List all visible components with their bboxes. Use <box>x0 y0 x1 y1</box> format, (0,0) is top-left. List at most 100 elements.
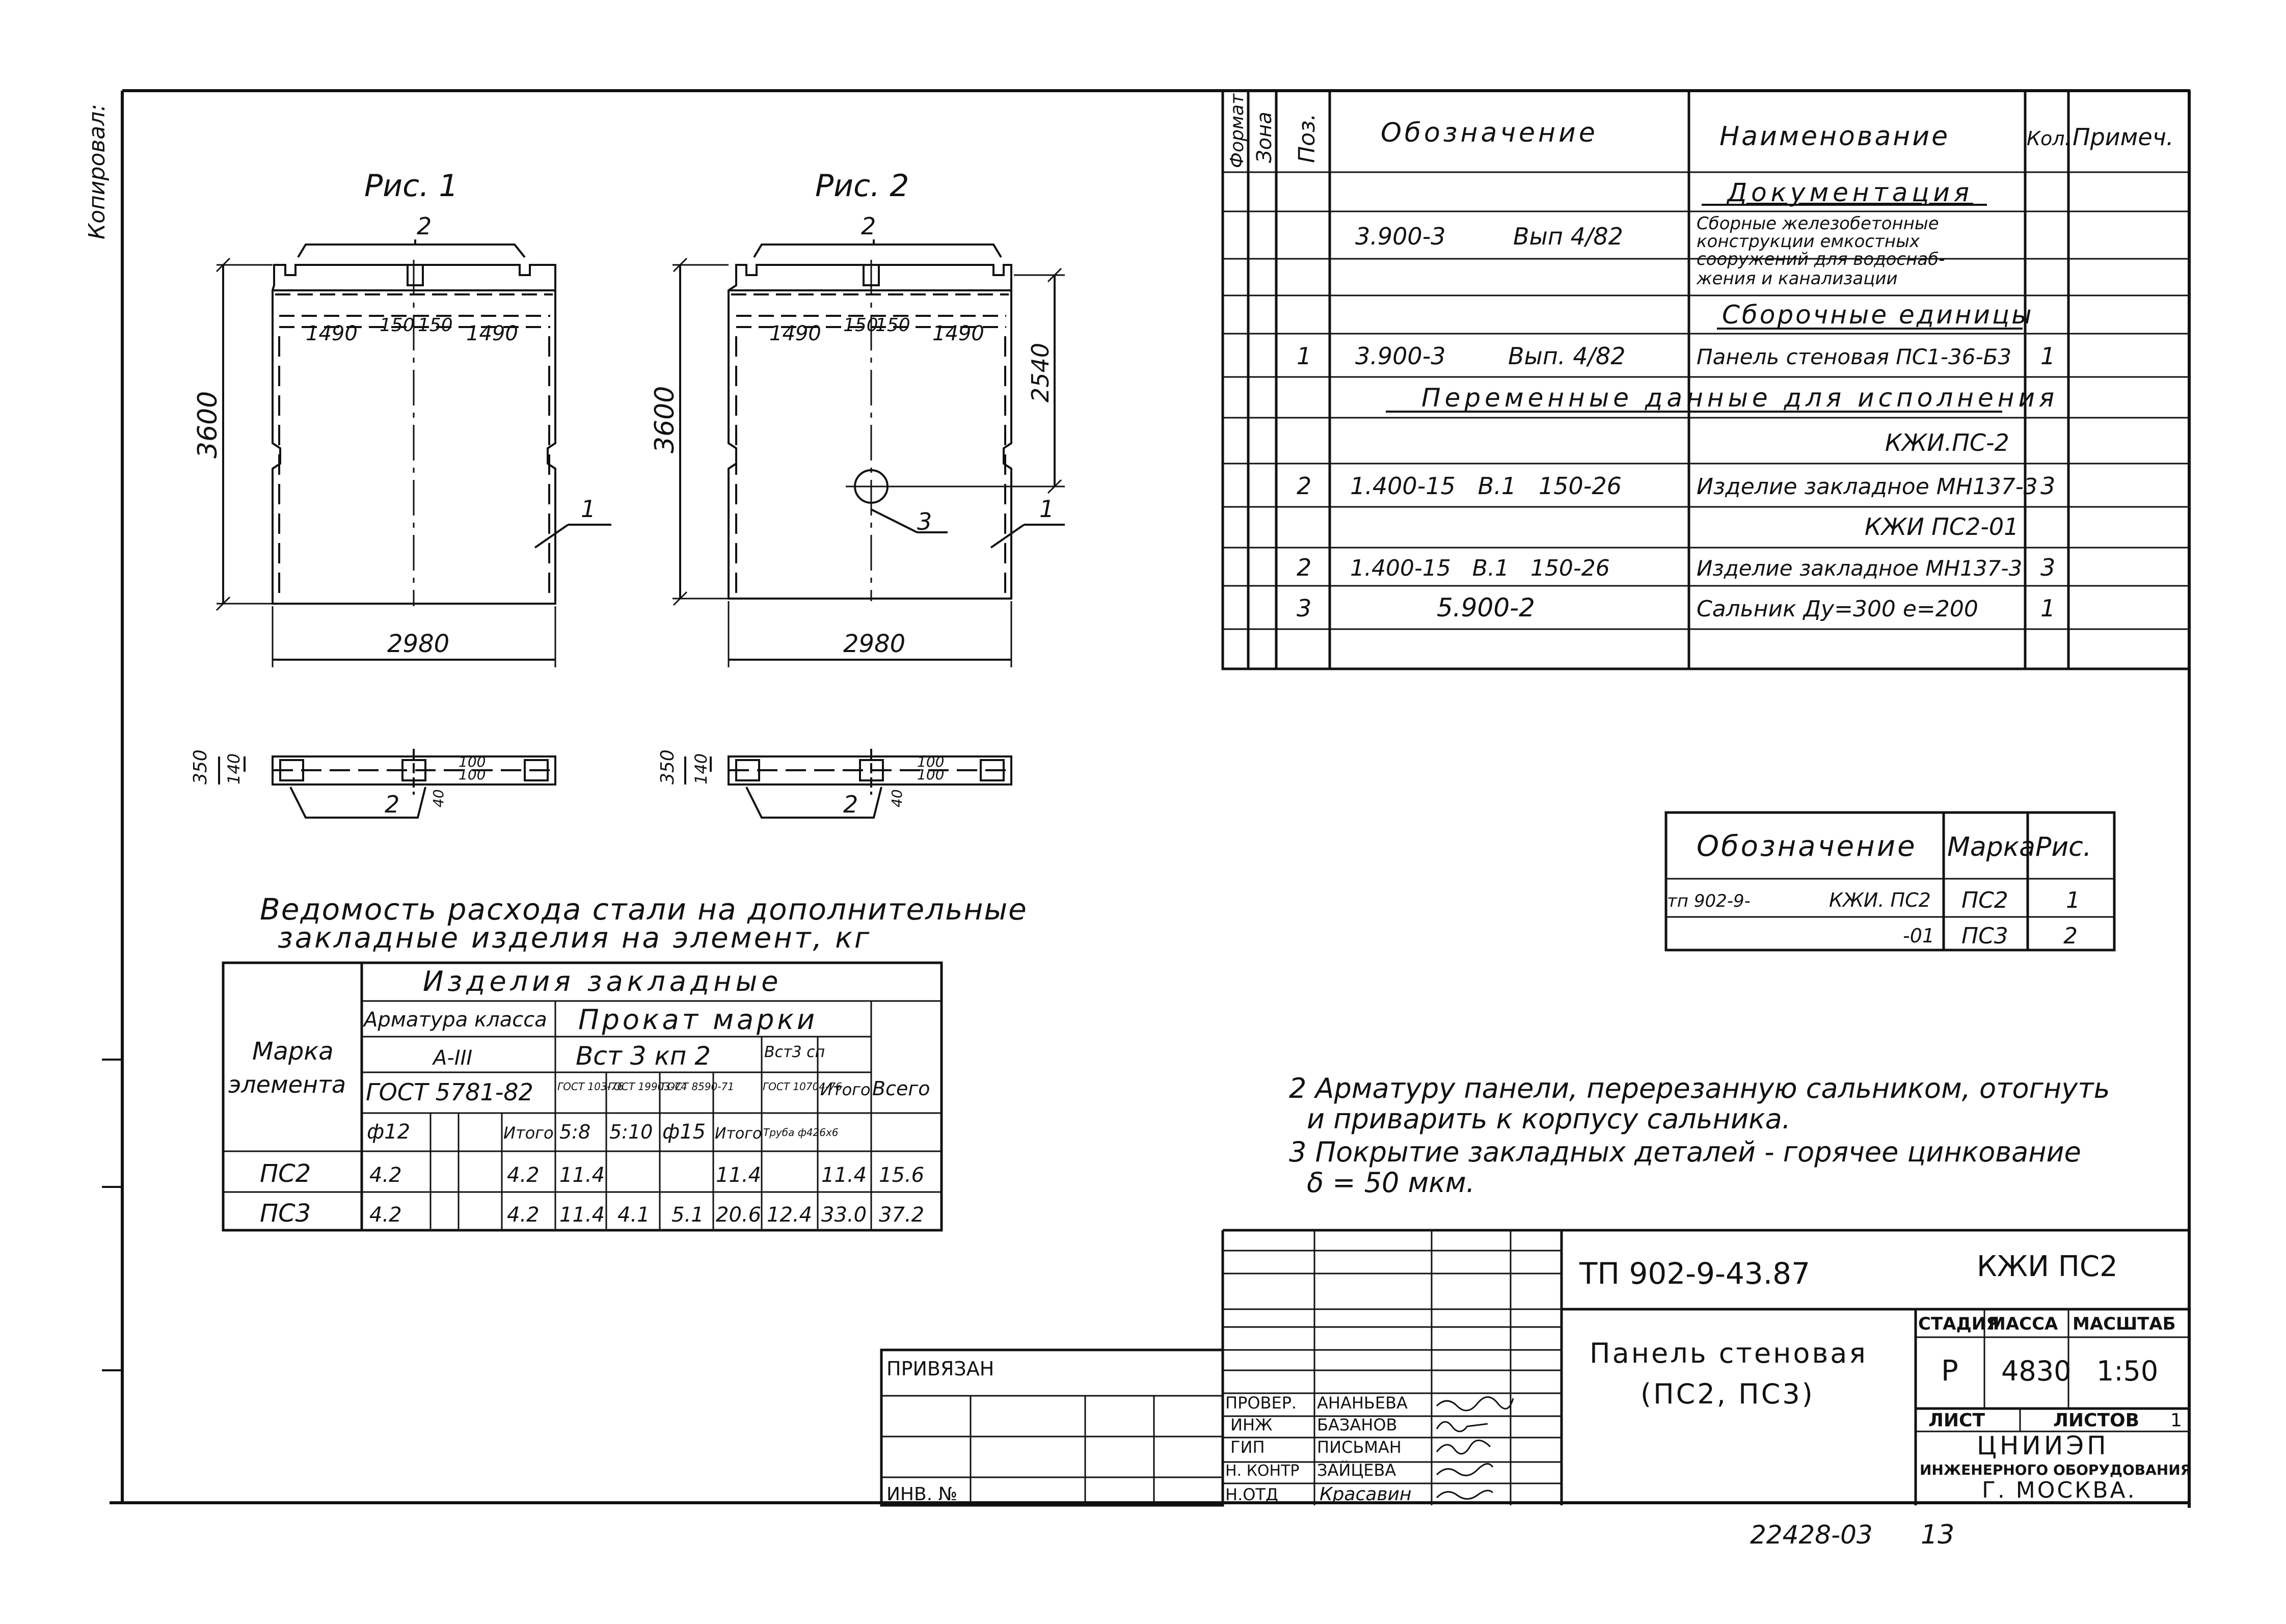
steel-row1-sub1: 4.2 <box>507 1163 540 1187</box>
role-1: ИНЖ <box>1230 1415 1272 1434</box>
fig1-sec-callout-2: 2 <box>385 791 399 818</box>
role-4: Н.ОТД <box>1225 1485 1278 1504</box>
spec-header-designation: Обозначение <box>1381 118 1598 148</box>
steel-row2-all: 37.2 <box>879 1203 924 1227</box>
steel-s10: 5:10 <box>609 1121 653 1143</box>
spec-header-pos: Поз. <box>1294 114 1320 163</box>
fig1-dim-mid2: 150 <box>418 315 453 336</box>
marks-table: Обозначение Марка Рис. тп 902-9- КЖИ. ПС… <box>1664 811 2116 952</box>
fig1-sec-350: 350 <box>190 749 211 784</box>
fig2-dim-height: 3600 <box>650 386 680 453</box>
mass-label: МАССА <box>1988 1314 2058 1334</box>
fig1-panel-outline <box>272 264 556 605</box>
note2-line1: 2 Арматуру панели, перерезанную сальнико… <box>1289 1072 2110 1104</box>
fig2-callout-1: 1 <box>1039 495 1054 523</box>
steel-phi12: ф12 <box>367 1120 410 1144</box>
spec-doc-issue: Вып 4/82 <box>1513 223 1623 250</box>
fig2-sec-100a: 100 <box>917 753 944 770</box>
steel-rolled: Прокат марки <box>578 1004 818 1036</box>
spec-doc-designation: 3.900-3 <box>1355 223 1446 250</box>
steel-s8: 5:8 <box>559 1121 590 1143</box>
drawing-code: КЖИ ПС2 <box>1977 1250 2118 1283</box>
spec-v1-pos: 2 <box>1297 472 1311 500</box>
marks-row2-mark: ПС3 <box>1961 923 2008 949</box>
steel-row1-all: 15.6 <box>879 1163 924 1187</box>
fig1-sec-140: 140 <box>224 753 244 784</box>
fig2-dim-width: 2980 <box>843 630 905 658</box>
steel-gost-b: ГОСТ 19903-74 <box>608 1080 687 1093</box>
tied-label: ПРИВЯЗАН <box>886 1358 994 1380</box>
footer-code: 22428-03 <box>1750 1520 1873 1550</box>
steel-row2-phi15: 5.1 <box>671 1203 704 1227</box>
steel-rebar-grade: A-III <box>432 1046 472 1070</box>
spec-doc-name-3: сооружений для водоснаб- <box>1697 249 1945 269</box>
fig2-dim-mid1: 150 <box>843 315 878 336</box>
org-line-2: ИНЖЕНЕРНОГО ОБОРУДОВАНИЯ <box>1920 1461 2191 1478</box>
footer-page: 13 <box>1921 1520 1954 1550</box>
fig1-dim-mid1: 150 <box>380 315 415 336</box>
fig2-callout-3: 3 <box>917 508 932 535</box>
spec-variant1: КЖИ.ПС-2 <box>1885 429 2009 456</box>
spec-assembly-heading: Сборочные единицы <box>1722 300 2034 330</box>
steel-grand-total-label: Всего <box>872 1077 930 1100</box>
figure-2: Рис. 2 2 1490 150 150 1490 3 2540 <box>650 168 1065 819</box>
steel-total-label: Итого <box>820 1080 871 1099</box>
steel-col-mark-2: элемента <box>228 1071 346 1098</box>
steel-sub2-label: Итого <box>715 1125 762 1143</box>
sheets-label: ЛИСТОВ <box>2053 1410 2139 1431</box>
steel-row2-sub2: 20.6 <box>716 1203 761 1227</box>
steel-phi15: ф15 <box>662 1120 706 1144</box>
org-line-3: Г. МОСКВА. <box>1982 1477 2137 1503</box>
fig2-dim-right: 1490 <box>932 322 984 345</box>
scale-label: МАСШТАБ <box>2073 1314 2176 1334</box>
fig1-dim-right: 1490 <box>466 322 518 345</box>
spec-header-note: Примеч. <box>2073 123 2174 151</box>
steel-gost-c: ГОСТ 8590-71 <box>661 1080 734 1093</box>
fig2-sec-callout-2: 2 <box>843 791 858 818</box>
note3-line1: 3 Покрытие закладных деталей - горячее ц… <box>1289 1136 2081 1168</box>
note3-line2: δ = 50 мкм. <box>1307 1167 1475 1199</box>
fig1-callout-1: 1 <box>581 495 596 523</box>
spec-variant2: КЖИ ПС2-01 <box>1865 513 2019 540</box>
steel-row2-pipe: 12.4 <box>767 1203 812 1227</box>
steel-bst-sp: Вст3 сп <box>764 1043 825 1061</box>
fig2-sec-100b: 100 <box>917 766 944 783</box>
stage-value: Р <box>1941 1355 1958 1388</box>
inv-label: ИНВ. № <box>886 1484 957 1505</box>
spec-v3-name: Сальник Ду=300 е=200 <box>1697 596 1978 622</box>
specification-table: Формат Зона Поз. Обозначение Наименовани… <box>1221 89 2191 670</box>
notes: 2 Арматуру панели, перерезанную сальнико… <box>1289 1072 2110 1199</box>
name-3: ЗАЙЦЕВА <box>1317 1460 1396 1480</box>
spec-v1-designation: 1.400-15 В.1 150-26 <box>1350 472 1622 500</box>
steel-pipe: Труба ф426х6 <box>763 1126 839 1139</box>
name-1: БАЗАНОВ <box>1317 1415 1397 1434</box>
left-margin-text: Копировал: <box>84 104 110 239</box>
steel-row1-mark: ПС2 <box>260 1159 311 1188</box>
spec-header-qty: Кол. <box>2027 127 2071 150</box>
marks-header-mark: Марка <box>1947 832 2035 862</box>
fig1-sec-100b: 100 <box>459 766 486 783</box>
fig2-dim-mid2: 150 <box>875 315 910 336</box>
spec-doc-name-1: Сборные железобетонные <box>1697 213 1939 234</box>
spec-doc-name-4: жения и канализации <box>1696 268 1898 289</box>
spec-v3-designation: 5.900-2 <box>1437 593 1535 622</box>
spec-documentation-heading: Документация <box>1726 178 1973 207</box>
fig2-callout-2: 2 <box>861 212 876 240</box>
steel-row2-sub1: 4.2 <box>507 1203 540 1227</box>
fig2-dim-hole: 2540 <box>1027 343 1054 402</box>
drawing-name-2: (ПС2, ПС3) <box>1640 1378 1815 1410</box>
steel-rebar-class: Арматура класса <box>362 1008 547 1032</box>
fig2-sec-140: 140 <box>691 753 711 784</box>
role-0: ПРОВЕР. <box>1225 1393 1297 1413</box>
fig1-dim-height: 3600 <box>193 391 223 458</box>
fig1-callout-2: 2 <box>417 212 432 240</box>
spec-header-name: Наименование <box>1719 121 1950 152</box>
spec-variable-heading: Переменные данные для исполнения <box>1421 383 2058 413</box>
spec-header-format: Формат <box>1227 93 1248 168</box>
fig1-dim-left: 1490 <box>306 322 358 345</box>
sheets-value: 1 <box>2170 1410 2182 1431</box>
spec-assembly-pos: 1 <box>1297 342 1311 370</box>
signatures <box>1436 1396 1514 1500</box>
steel-row2-s10: 4.1 <box>617 1203 650 1227</box>
mass-value: 4830 <box>2001 1355 2071 1387</box>
